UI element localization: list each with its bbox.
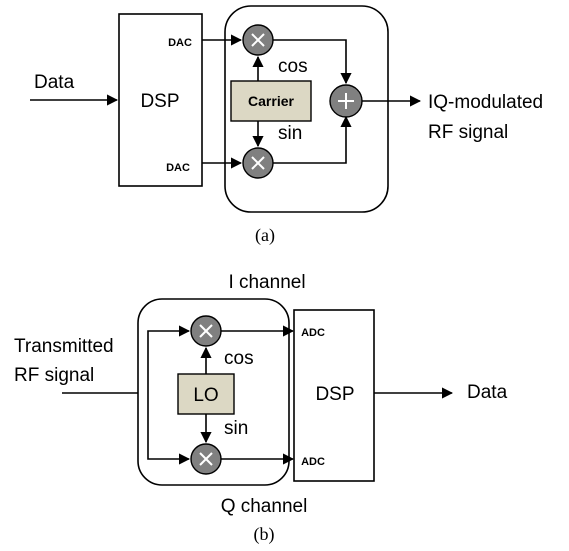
splitter-to-mixer-bottom-line bbox=[147, 393, 191, 465]
cos-label-b: cos bbox=[224, 348, 254, 369]
input-label-line2: RF signal bbox=[14, 365, 94, 386]
data-input-label: Data bbox=[34, 72, 75, 93]
mixer-bottom-to-adder-line bbox=[273, 115, 352, 164]
mixer-i-icon bbox=[190, 315, 222, 347]
mixer-top-icon bbox=[242, 24, 274, 56]
input-label-line1: Transmitted bbox=[14, 336, 114, 357]
mixer-q-icon bbox=[190, 443, 222, 475]
lo-block bbox=[177, 373, 235, 415]
sin-label: sin bbox=[278, 123, 302, 144]
output-label-line2: RF signal bbox=[428, 122, 508, 143]
caption-a: (a) bbox=[255, 225, 275, 246]
sin-label-b: sin bbox=[224, 418, 248, 439]
carrier-block bbox=[230, 80, 312, 122]
cos-label: cos bbox=[278, 56, 308, 77]
adder-plus-icon bbox=[329, 84, 363, 118]
lo-label: LO bbox=[193, 385, 218, 406]
i-channel-label: I channel bbox=[228, 272, 305, 293]
dac-bottom-label: DAC bbox=[166, 162, 190, 174]
output-label-line1: IQ-modulated bbox=[428, 92, 543, 113]
dsp-label: DSP bbox=[140, 91, 179, 112]
panel-b-receiver: I channel Q channel Transmitted RF signa… bbox=[14, 272, 508, 545]
q-channel-label: Q channel bbox=[221, 496, 308, 517]
adc-top-label: ADC bbox=[301, 327, 325, 339]
panel-a-transmitter: Data DSP DAC DAC Carrier cos sin bbox=[30, 5, 543, 246]
caption-b: (b) bbox=[254, 524, 275, 545]
data-output-label: Data bbox=[467, 382, 508, 403]
dsp-block bbox=[118, 13, 203, 187]
dac-top-label: DAC bbox=[168, 37, 192, 49]
mixer-top-to-adder-line bbox=[273, 39, 352, 85]
adc-bottom-label: ADC bbox=[301, 456, 325, 468]
splitter-to-mixer-top-line bbox=[147, 325, 191, 393]
mixer-bottom-icon bbox=[242, 147, 274, 179]
dsp-block-b bbox=[293, 309, 375, 482]
carrier-label: Carrier bbox=[248, 93, 294, 109]
dsp-label-b: DSP bbox=[315, 384, 354, 405]
